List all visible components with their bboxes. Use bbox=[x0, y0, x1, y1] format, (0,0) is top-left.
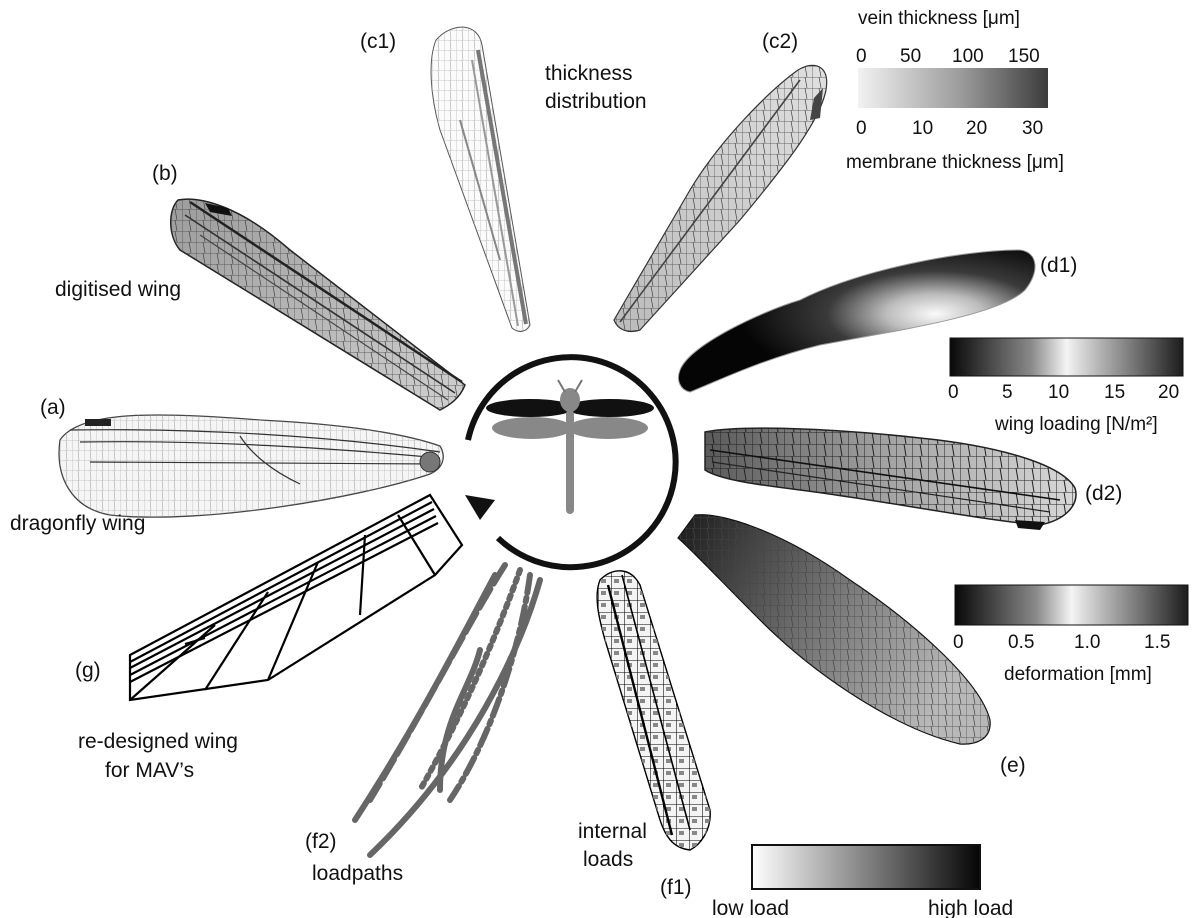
label-b: (b) bbox=[152, 162, 178, 185]
central-cycle bbox=[465, 357, 676, 567]
scale-thickness-tick-bottom-2: 20 bbox=[966, 118, 987, 139]
scale-load-low: low load bbox=[712, 897, 789, 918]
scale-deformation-title: deformation [mm] bbox=[1004, 664, 1152, 685]
scale-thickness-tick-bottom-3: 30 bbox=[1022, 118, 1043, 139]
label-d1: (d1) bbox=[1040, 254, 1077, 277]
caption-g-line1: re-designed wing bbox=[78, 730, 238, 753]
wing-a-dragonfly bbox=[59, 415, 443, 517]
scale-wing-loading-tick-4: 20 bbox=[1158, 382, 1179, 403]
wing-b-digitised bbox=[171, 199, 465, 410]
dragonfly-icon bbox=[486, 380, 654, 514]
wing-e-deformation bbox=[678, 515, 990, 744]
scale-thickness-bar bbox=[858, 68, 1048, 108]
scale-load-high: high load bbox=[928, 897, 1013, 918]
scale-deformation-bar bbox=[955, 585, 1188, 625]
scale-thickness-title-top: vein thickness [μm] bbox=[858, 8, 1020, 29]
caption-g-line2: for MAV’s bbox=[105, 759, 194, 782]
scale-wing-loading-tick-2: 10 bbox=[1048, 382, 1069, 403]
scale-deformation-tick-0: 0 bbox=[953, 632, 964, 653]
scale-thickness-tick-top-0: 0 bbox=[856, 46, 867, 67]
label-g: (g) bbox=[75, 659, 101, 682]
label-c2: (c2) bbox=[762, 30, 798, 53]
scale-thickness-tick-bottom-0: 0 bbox=[856, 118, 867, 139]
caption-a: dragonfly wing bbox=[10, 512, 145, 535]
scale-wing-loading-tick-3: 15 bbox=[1104, 382, 1125, 403]
label-d2: (d2) bbox=[1085, 482, 1122, 505]
scale-wing-loading-title: wing loading [N/m²] bbox=[994, 414, 1158, 435]
wing-f1-internal-loads bbox=[597, 571, 710, 850]
wing-g-redesigned bbox=[130, 495, 462, 700]
scale-thickness-tick-top-2: 100 bbox=[952, 46, 984, 67]
caption-c-line1: thickness bbox=[545, 62, 633, 85]
scale-thickness: vein thickness [μm] 0 50 100 150 0 10 20… bbox=[846, 8, 1064, 173]
cycle-arrowhead-icon bbox=[465, 495, 495, 520]
caption-b: digitised wing bbox=[55, 278, 181, 301]
label-c1: (c1) bbox=[360, 30, 396, 53]
scale-thickness-tick-top-1: 50 bbox=[900, 46, 921, 67]
scale-load-bar bbox=[752, 845, 980, 889]
caption-f1-line1: internal bbox=[578, 820, 647, 843]
scale-wing-loading-bar bbox=[950, 338, 1183, 376]
caption-c-line2: distribution bbox=[545, 90, 647, 113]
scale-wing-loading-tick-1: 5 bbox=[1002, 382, 1013, 403]
scale-thickness-tick-top-3: 150 bbox=[1008, 46, 1040, 67]
scale-deformation: 0 0.5 1.0 1.5 deformation [mm] bbox=[953, 585, 1188, 685]
scale-thickness-title-bottom: membrane thickness [μm] bbox=[846, 152, 1064, 173]
wing-base-a bbox=[420, 452, 440, 472]
label-e: (e) bbox=[1000, 754, 1026, 777]
wing-c1-thickness bbox=[431, 27, 530, 331]
scale-thickness-tick-bottom-1: 10 bbox=[912, 118, 933, 139]
scale-deformation-tick-1: 0.5 bbox=[1008, 632, 1034, 653]
scale-deformation-tick-3: 1.5 bbox=[1144, 632, 1170, 653]
scale-deformation-tick-2: 1.0 bbox=[1074, 632, 1100, 653]
scale-wing-loading: 0 5 10 15 20 wing loading [N/m²] bbox=[948, 338, 1183, 435]
label-a: (a) bbox=[40, 396, 66, 419]
caption-f2: loadpaths bbox=[312, 862, 403, 885]
label-f1: (f1) bbox=[660, 876, 692, 899]
label-f2: (f2) bbox=[305, 830, 337, 853]
scale-wing-loading-tick-0: 0 bbox=[948, 382, 959, 403]
pterostigma-a bbox=[85, 419, 111, 426]
scale-load: low load high load bbox=[712, 845, 1013, 918]
caption-f1-line2: loads bbox=[583, 848, 633, 871]
wing-d2-loads bbox=[705, 428, 1076, 530]
